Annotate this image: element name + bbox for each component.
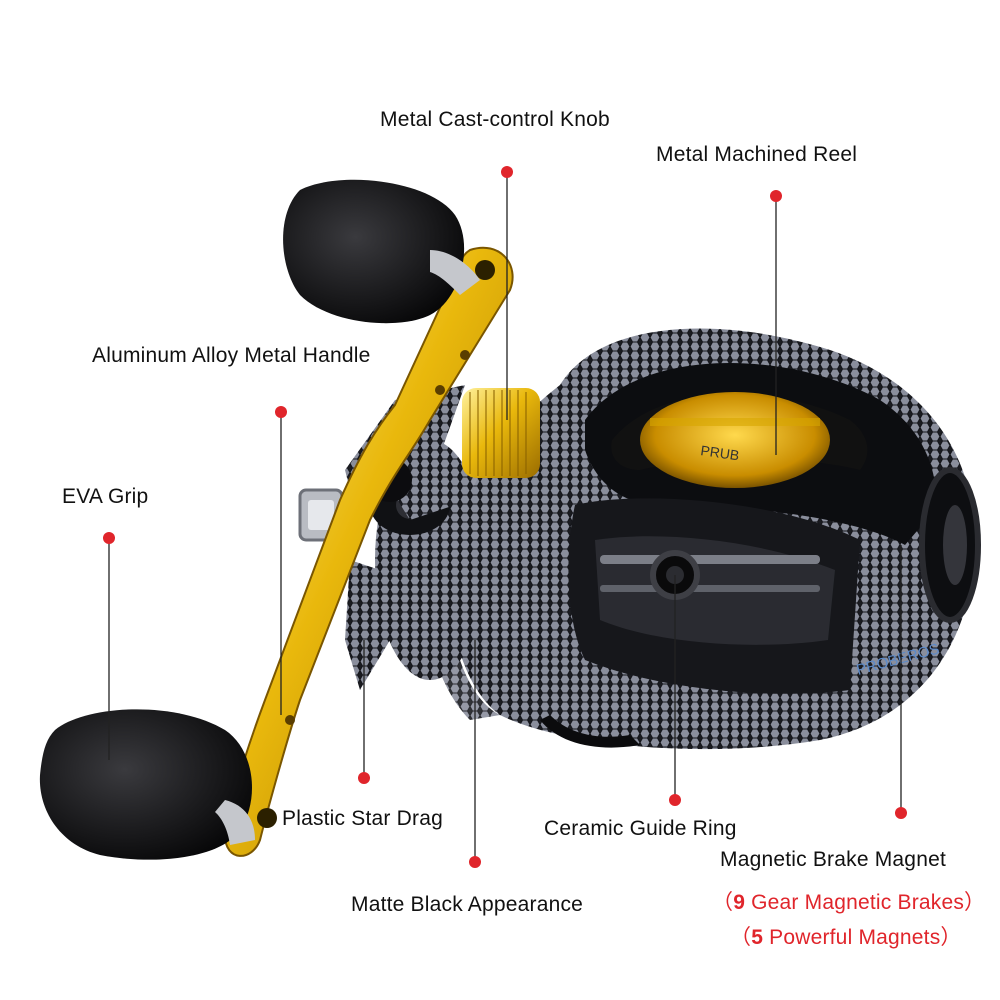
- brake-magnets-text: Powerful Magnets）: [763, 926, 962, 949]
- grip-label: EVA Grip: [62, 485, 149, 508]
- callout-dots: [103, 166, 907, 868]
- cast-control-knob: [462, 388, 540, 478]
- brake-gears-open: （: [712, 891, 734, 914]
- brake-gears-number: 9: [733, 891, 746, 914]
- handle-dot: [275, 406, 287, 418]
- star-drag-dot: [358, 772, 370, 784]
- appearance-dot: [469, 856, 481, 868]
- handle-label: Aluminum Alloy Metal Handle: [92, 344, 371, 367]
- appearance-label: Matte Black Appearance: [351, 893, 584, 916]
- eva-grip-top: [283, 179, 480, 324]
- brake-magnets-number: 5: [751, 926, 764, 949]
- star-drag-label: Plastic Star Drag: [282, 807, 443, 830]
- aluminum-handle-arm: [223, 246, 514, 857]
- brake-label: Magnetic Brake Magnet: [720, 848, 946, 871]
- spool-text: PRUB: [700, 442, 741, 463]
- knob-dot: [501, 166, 513, 178]
- brake-gears-note: （9 Gear Magnetic Brakes）: [712, 886, 985, 916]
- brake-magnets-note: （5 Powerful Magnets）: [730, 921, 962, 951]
- eva-grip-bottom: [39, 709, 255, 860]
- brake-gears-text: Gear Magnetic Brakes）: [745, 891, 986, 914]
- spool: [640, 392, 830, 488]
- reel-body: PRUB PROBEROS: [424, 328, 981, 750]
- guide-ring-dot: [669, 794, 681, 806]
- grip-dot: [103, 532, 115, 544]
- brake-dot: [895, 807, 907, 819]
- reel-label: Metal Machined Reel: [656, 143, 858, 166]
- brake-magnets-open: （: [730, 926, 752, 949]
- callout-lines: [108, 172, 902, 862]
- reel-dot: [770, 190, 782, 202]
- guide-ring-label: Ceramic Guide Ring: [544, 817, 737, 840]
- knob-label: Metal Cast-control Knob: [380, 108, 610, 131]
